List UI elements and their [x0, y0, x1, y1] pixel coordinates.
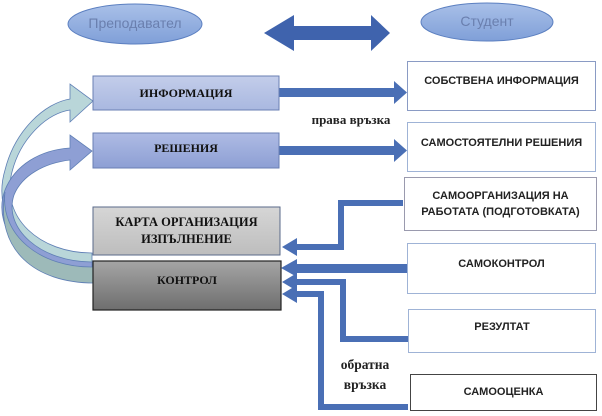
box-self-organization: САМООРГАНИЗАЦИЯ НА РАБОТАТА (ПОДГОТОВКАТ…	[404, 177, 597, 231]
feedback-arrow-result	[282, 273, 408, 342]
box-self-control: САМОКОНТРОЛ	[407, 243, 596, 294]
box-information-label: ИНФОРМАЦИЯ	[139, 85, 233, 100]
box-decisions-bg	[92, 132, 280, 169]
box-result: РЕЗУЛТАТ	[408, 309, 596, 353]
box-self-assessment-label: САМООЦЕНКА	[463, 386, 544, 399]
box-control-label: КОНТРОЛ	[156, 272, 217, 287]
box-own-information: СОБСТВЕНА ИНФОРМАЦИЯ	[407, 61, 596, 111]
feedback-arrow-self-organization	[282, 200, 403, 256]
curve-band-from-control	[3, 191, 95, 284]
box-plan: КАРТА ОРГАНИЗАЦИЯ ИЗПЪЛНЕНИЕ	[93, 207, 280, 255]
box-decisions: РЕШЕНИЯ	[93, 133, 279, 163]
box-control-bg	[92, 260, 282, 311]
double-arrow-icon	[264, 15, 390, 51]
feedback-link-caption: обратна връзка	[330, 355, 400, 396]
teacher-label: Преподавател	[88, 15, 182, 31]
forward-arrow-information	[279, 81, 407, 104]
forward-arrow-decisions	[279, 139, 407, 162]
feedback-link-caption-line2: връзка	[343, 377, 387, 393]
student-label: Студент	[460, 13, 514, 29]
teacher-ellipse	[67, 3, 203, 45]
box-plan-label-line2: ИЗПЪЛНЕНИЕ	[141, 232, 232, 246]
box-independent-decisions-label: САМОСТОЯТЕЛНИ РЕШЕНИЯ	[420, 137, 583, 149]
feedback-link-caption-line1: обратна	[340, 357, 390, 372]
feedback-arrow-self-assessment	[282, 285, 408, 410]
box-information-bg	[92, 75, 280, 111]
box-control: КОНТРОЛ	[93, 261, 281, 299]
box-self-organization-line1: САМООРГАНИЗАЦИЯ НА	[432, 189, 569, 202]
box-plan-label-line1: КАРТА ОРГАНИЗАЦИЯ	[115, 215, 258, 230]
student-ellipse	[420, 2, 554, 42]
box-information: ИНФОРМАЦИЯ	[93, 76, 279, 110]
box-plan-bg	[92, 206, 281, 256]
forward-link-caption: права връзка	[311, 112, 391, 127]
box-result-label: РЕЗУЛТАТ	[474, 321, 530, 333]
box-self-organization-line2: РАБОТАТА (ПОДГОТОВКАТА)	[421, 206, 580, 218]
box-self-assessment: САМООЦЕНКА	[410, 374, 597, 411]
box-self-control-label: САМОКОНТРОЛ	[458, 258, 545, 270]
feedback-arrow-self-control	[281, 259, 408, 277]
box-own-information-label: СОБСТВЕНА ИНФОРМАЦИЯ	[424, 75, 579, 87]
box-independent-decisions: САМОСТОЯТЕЛНИ РЕШЕНИЯ	[407, 122, 596, 172]
box-decisions-label: РЕШЕНИЯ	[154, 140, 218, 155]
